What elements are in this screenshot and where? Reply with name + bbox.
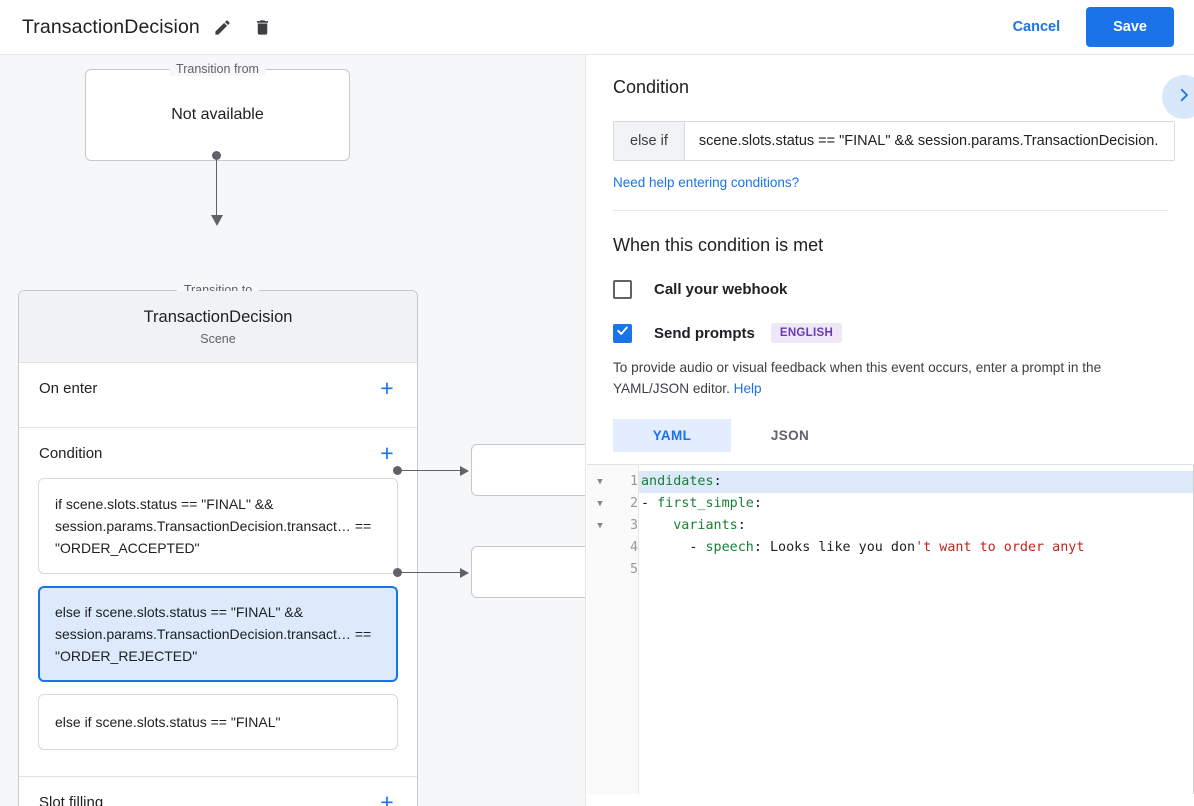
checkmark-icon bbox=[615, 323, 630, 343]
section-slot-filling: Slot filling + Slot validation bbox=[19, 777, 417, 806]
add-slot-filling-button[interactable]: + bbox=[380, 788, 394, 806]
condition-help-link[interactable]: Need help entering conditions? bbox=[613, 175, 800, 190]
section-condition: Condition + if scene.slots.status == "FI… bbox=[19, 428, 417, 777]
section-title-slot-filling: Slot filling bbox=[39, 793, 104, 806]
scene-subtitle: Scene bbox=[200, 331, 236, 346]
header-actions: Cancel Save bbox=[997, 7, 1194, 47]
line-number: 2 bbox=[629, 496, 638, 511]
section-header: Slot filling + bbox=[19, 777, 417, 806]
webhook-row: Call your webhook bbox=[613, 280, 1168, 299]
prompt-hint-text: To provide audio or visual feedback when… bbox=[613, 357, 1168, 399]
call-webhook-checkbox[interactable] bbox=[613, 280, 632, 299]
condition-operator-label: else if bbox=[614, 122, 685, 160]
cancel-button[interactable]: Cancel bbox=[997, 10, 1077, 44]
condition-target-box[interactable] bbox=[471, 546, 585, 598]
condition-edge-arrow-icon bbox=[460, 466, 469, 476]
line-number: 3 bbox=[629, 518, 638, 533]
send-prompts-row: Send prompts ENGLISH bbox=[613, 323, 1168, 343]
fold-gutter: ▼ ▼ ▼ bbox=[587, 465, 613, 794]
line-number: 1 bbox=[629, 474, 638, 489]
fold-arrow-icon[interactable]: ▼ bbox=[597, 521, 603, 531]
scene-graph-panel: Transition from Not available Transition… bbox=[0, 55, 586, 806]
scene-header[interactable]: TransactionDecision Scene bbox=[19, 291, 417, 363]
condition-input[interactable] bbox=[684, 122, 1174, 160]
add-condition-button[interactable]: + bbox=[380, 439, 394, 466]
pencil-icon bbox=[213, 18, 232, 37]
expand-panel-button[interactable] bbox=[1162, 75, 1194, 119]
editor-format-tabs: YAML JSON bbox=[613, 419, 1168, 452]
prompt-help-link[interactable]: Help bbox=[733, 381, 762, 396]
code-line: variants: bbox=[639, 515, 1194, 537]
code-token: - bbox=[641, 540, 706, 555]
condition-output-dot bbox=[393, 466, 402, 475]
section-header: On enter + bbox=[19, 363, 417, 413]
code-token: - bbox=[641, 496, 658, 511]
app-header: TransactionDecision Cancel Save bbox=[0, 0, 1194, 55]
condition-target-box[interactable] bbox=[471, 444, 585, 496]
code-token: : bbox=[737, 518, 746, 533]
section-title-condition: Condition bbox=[39, 444, 103, 462]
condition-input-row: else if bbox=[613, 121, 1175, 161]
code-token: : bbox=[753, 496, 762, 511]
tab-yaml[interactable]: YAML bbox=[613, 419, 731, 452]
code-line bbox=[639, 559, 1194, 581]
prompt-hint-body: To provide audio or visual feedback when… bbox=[613, 360, 1102, 396]
transition-from-value: Not available bbox=[171, 106, 264, 123]
condition-output-dot bbox=[393, 568, 402, 577]
chevron-right-icon bbox=[1175, 86, 1193, 109]
condition-edge-line bbox=[399, 572, 461, 573]
add-on-enter-button[interactable]: + bbox=[380, 374, 394, 401]
page-title: TransactionDecision bbox=[22, 15, 200, 38]
code-token: 't want to order anyt bbox=[915, 540, 1085, 555]
code-token: first_simple bbox=[657, 496, 754, 511]
save-button[interactable]: Save bbox=[1086, 7, 1174, 47]
trash-icon bbox=[253, 18, 272, 37]
condition-edge-line bbox=[399, 470, 461, 471]
delete-button[interactable] bbox=[246, 10, 280, 44]
send-prompts-label: Send prompts bbox=[654, 324, 755, 342]
scene-title: TransactionDecision bbox=[143, 307, 293, 326]
line-number: 5 bbox=[629, 562, 638, 577]
code-text-area[interactable]: andidates:- first_simple: variants: - sp… bbox=[639, 465, 1194, 794]
section-title-on-enter: On enter bbox=[39, 379, 98, 397]
condition-item-selected[interactable]: else if scene.slots.status == "FINAL" &&… bbox=[38, 586, 398, 682]
code-line: - first_simple: bbox=[639, 493, 1194, 515]
code-token: : bbox=[713, 474, 722, 489]
line-number: 4 bbox=[629, 540, 638, 555]
transition-from-legend: Transition from bbox=[169, 62, 266, 76]
send-prompts-checkbox[interactable] bbox=[613, 323, 632, 343]
code-token bbox=[641, 518, 673, 533]
code-token: speech bbox=[705, 540, 754, 555]
section-header: Condition + bbox=[19, 428, 417, 478]
when-condition-met-section: When this condition is met Call your web… bbox=[587, 211, 1194, 452]
code-token: : bbox=[753, 540, 770, 555]
code-token: variants bbox=[673, 518, 738, 533]
yaml-editor[interactable]: ▼ ▼ ▼ 1 2 3 4 5 andidates:- first_simple… bbox=[587, 464, 1194, 794]
section-divider bbox=[613, 210, 1168, 211]
condition-item[interactable]: if scene.slots.status == "FINAL" && sess… bbox=[38, 478, 398, 574]
section-on-enter: On enter + bbox=[19, 363, 417, 428]
condition-heading: Condition bbox=[613, 77, 690, 97]
condition-item[interactable]: else if scene.slots.status == "FINAL" bbox=[38, 694, 398, 750]
connector-arrow-icon bbox=[211, 215, 223, 226]
code-line: andidates: bbox=[639, 471, 1194, 493]
transition-to-card: Transition to TransactionDecision Scene … bbox=[18, 283, 418, 806]
condition-edge-arrow-icon bbox=[460, 568, 469, 578]
condition-section: Condition else if Need help entering con… bbox=[587, 55, 1194, 211]
code-token: Looks like you don bbox=[770, 540, 916, 555]
code-token: andidates bbox=[641, 474, 714, 489]
transition-from-card[interactable]: Transition from Not available bbox=[85, 62, 350, 161]
call-webhook-label: Call your webhook bbox=[654, 281, 788, 298]
language-badge: ENGLISH bbox=[770, 323, 843, 343]
fold-arrow-icon[interactable]: ▼ bbox=[597, 477, 603, 487]
code-line: - speech: Looks like you don't want to o… bbox=[639, 537, 1194, 559]
edit-name-button[interactable] bbox=[206, 10, 240, 44]
connector-line bbox=[216, 155, 217, 223]
condition-detail-panel: Condition else if Need help entering con… bbox=[587, 55, 1194, 806]
tab-json[interactable]: JSON bbox=[770, 428, 810, 443]
line-number-gutter: 1 2 3 4 5 bbox=[613, 465, 639, 794]
fold-arrow-icon[interactable]: ▼ bbox=[597, 499, 603, 509]
when-condition-met-heading: When this condition is met bbox=[613, 235, 824, 255]
